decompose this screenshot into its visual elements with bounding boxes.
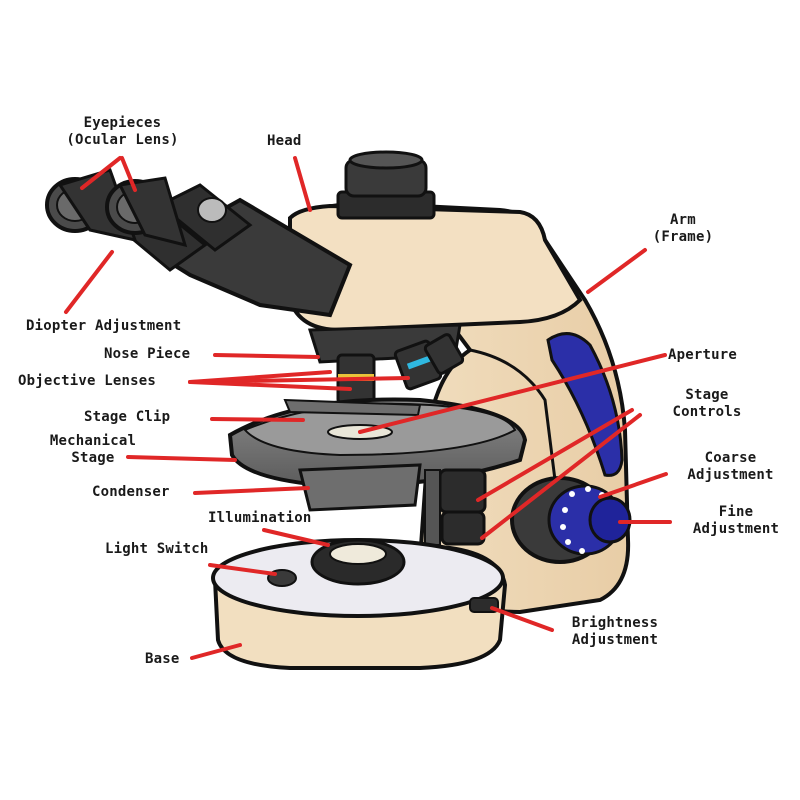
- label-stage-clip-text: Stage Clip: [84, 409, 171, 425]
- label-aperture-text: Aperture: [668, 347, 738, 363]
- leader-diopter: [64, 250, 114, 314]
- label-mechanical-line1: Mechanical: [49, 433, 137, 449]
- label-brightness-line2: Adjustment: [571, 632, 659, 648]
- label-head: Head: [267, 133, 302, 150]
- leader-illumination: [262, 528, 330, 547]
- label-fine-adjustment: Fine Adjustment: [676, 504, 796, 538]
- leader-arm: [586, 248, 647, 294]
- label-base-text: Base: [145, 651, 180, 667]
- leader-eyepieces-b: [120, 156, 137, 192]
- label-arm-line2: (Frame): [652, 229, 714, 245]
- head-block: [288, 203, 583, 333]
- label-illumination-text: Illumination: [208, 510, 312, 526]
- label-stage-clip: Stage Clip: [84, 409, 170, 426]
- label-arm-line1: Arm: [670, 212, 696, 228]
- label-coarse-adjustment: Coarse Adjustment: [668, 450, 793, 484]
- label-fine-line2: Adjustment: [692, 521, 780, 537]
- leader-nose-piece: [213, 353, 320, 359]
- label-coarse-line2: Adjustment: [687, 467, 774, 483]
- label-aperture: Aperture: [668, 347, 737, 364]
- stage-clip: [283, 398, 422, 417]
- label-mechanical-line2: Stage: [71, 450, 115, 466]
- leader-aperture: [358, 353, 667, 434]
- leader-objective-c: [188, 380, 352, 391]
- label-condenser: Condenser: [92, 484, 170, 501]
- leader-objective-b: [188, 376, 410, 384]
- label-arm: Arm (Frame): [628, 212, 738, 246]
- label-condenser-text: Condenser: [92, 484, 170, 500]
- leader-coarse: [598, 472, 668, 499]
- leader-stage-controls-a: [476, 408, 634, 502]
- label-nose-piece: Nose Piece: [104, 346, 190, 363]
- label-eyepieces: Eyepieces (Ocular Lens): [40, 115, 205, 149]
- label-stage-controls-line2: Controls: [672, 404, 742, 420]
- leader-base: [190, 643, 242, 660]
- label-nose-piece-text: Nose Piece: [104, 346, 191, 362]
- label-objective-lenses: Objective Lenses: [18, 373, 156, 390]
- label-stage-controls: Stage Controls: [652, 387, 762, 421]
- leader-light-switch: [208, 563, 277, 576]
- leader-head: [293, 156, 312, 212]
- label-diopter: Diopter Adjustment: [26, 318, 181, 335]
- leader-stage-controls-b: [480, 413, 642, 540]
- label-eyepieces-line2: (Ocular Lens): [66, 132, 179, 148]
- condenser: [298, 463, 422, 512]
- label-brightness-adjustment: Brightness Adjustment: [555, 615, 675, 649]
- focus-knobs: [510, 476, 632, 564]
- leader-mechanical: [126, 455, 237, 462]
- base: [211, 538, 508, 670]
- label-stage-controls-line1: Stage: [685, 387, 729, 403]
- diopter-ring: [197, 197, 227, 223]
- label-eyepieces-line1: Eyepieces: [83, 115, 162, 131]
- label-light-switch-text: Light Switch: [105, 541, 209, 557]
- label-mechanical-stage: Mechanical Stage: [38, 433, 148, 467]
- label-diopter-text: Diopter Adjustment: [26, 318, 182, 334]
- stage-control-knobs: [424, 468, 487, 546]
- arm-grip: [546, 332, 624, 477]
- leader-stage-clip: [210, 417, 305, 422]
- leader-brightness: [490, 606, 554, 632]
- label-head-text: Head: [267, 133, 302, 149]
- leader-eyepieces-a: [80, 156, 122, 190]
- label-illumination: Illumination: [208, 510, 312, 527]
- label-fine-line1: Fine: [718, 504, 754, 520]
- label-brightness-line1: Brightness: [571, 615, 659, 631]
- label-light-switch: Light Switch: [105, 541, 209, 558]
- label-base: Base: [145, 651, 180, 668]
- leader-condenser: [193, 486, 310, 495]
- label-objective-lenses-text: Objective Lenses: [18, 373, 157, 389]
- eyepiece-tubes: [45, 168, 353, 318]
- label-coarse-line1: Coarse: [704, 450, 757, 466]
- leader-lines: [64, 156, 672, 660]
